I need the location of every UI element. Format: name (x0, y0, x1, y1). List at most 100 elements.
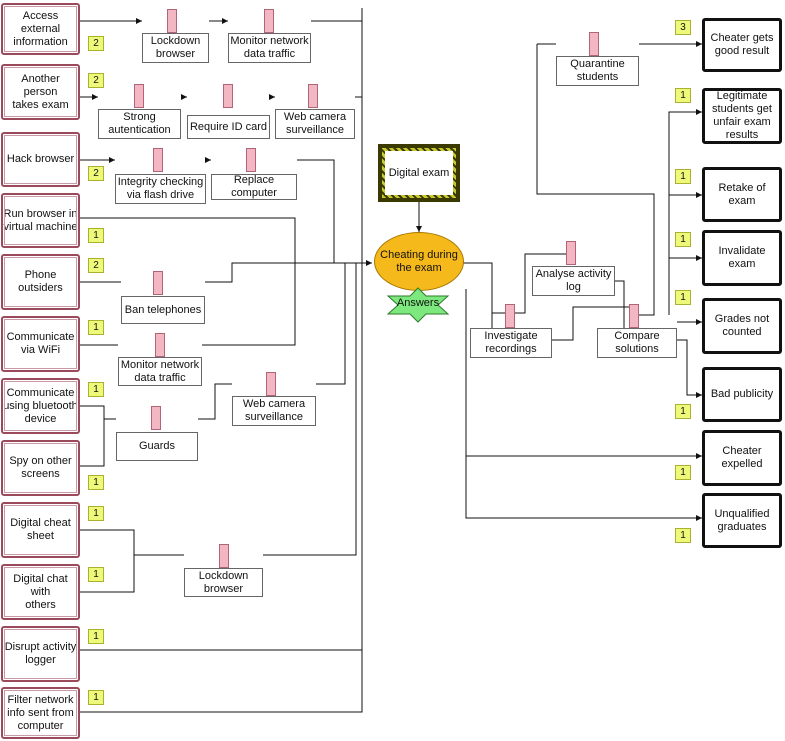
barrier-strong-authentication[interactable]: Strong autentication (98, 109, 181, 139)
threat-digital-chat-with-others[interactable]: Digital chat with others (1, 564, 80, 620)
barrier-flag (219, 544, 229, 568)
connector-line (80, 405, 105, 467)
barrier-monitor-network-traffic[interactable]: Monitor network data traffic (228, 33, 311, 63)
likelihood-badge: 2 (88, 36, 104, 51)
barrier-label: Monitor network data traffic (120, 358, 200, 384)
hazard-digital-exam[interactable]: Digital exam (378, 144, 460, 202)
threat-label: Digital chat with others (13, 572, 68, 611)
connector-line (668, 109, 702, 315)
top-event-cheating[interactable]: Cheating during the exam (374, 232, 464, 291)
outcome-label: Cheater expelled (721, 445, 763, 470)
threat-communicate-using-bluetooth[interactable]: Communicate using bluetooth device (1, 378, 80, 434)
barrier-lockdown-browser[interactable]: Lockdown browser (142, 33, 209, 63)
likelihood-badge: 1 (88, 629, 104, 644)
barrier-monitor-network-traffic-2[interactable]: Monitor network data traffic (118, 357, 202, 386)
likelihood-badge: 1 (88, 690, 104, 705)
severity-badge: 1 (675, 404, 691, 419)
outcome-cheater-gets-good-result[interactable]: Cheater gets good result (702, 18, 782, 72)
barrier-label: Replace computer (231, 174, 277, 199)
outcome-label: Invalidate exam (718, 245, 766, 270)
connector-line (205, 260, 372, 283)
barrier-replace-computer[interactable]: Replace computer (211, 174, 297, 200)
outcome-cheater-expelled[interactable]: Cheater expelled (702, 430, 782, 486)
barrier-label: Lockdown browser (198, 569, 249, 595)
likelihood-badge: 2 (88, 258, 104, 273)
likelihood-badge: 1 (88, 475, 104, 490)
threat-phone-outsiders[interactable]: Phone outsiders (1, 254, 80, 310)
outcome-label: Legitimate students get unfair exam resu… (712, 90, 772, 141)
hazard-label-box: Digital exam (385, 151, 453, 195)
barrier-label: Analyse activity log (535, 268, 612, 293)
connector-line (202, 263, 296, 346)
barrier-label: Lockdown browser (150, 35, 201, 60)
barrier-guards[interactable]: Guards (116, 432, 198, 461)
severity-badge: 1 (675, 169, 691, 184)
connector-line (465, 456, 702, 521)
threat-label: Disrupt activity logger (4, 641, 77, 666)
barrier-integrity-checking[interactable]: Integrity checking via flash drive (115, 174, 206, 204)
barrier-flag (155, 333, 165, 357)
likelihood-badge: 1 (88, 228, 104, 243)
barrier-label: Ban telephones (124, 303, 202, 316)
threat-label: Phone outsiders (18, 269, 63, 294)
threat-label: Another person takes exam (12, 72, 69, 111)
barrier-web-camera-surveillance-2[interactable]: Web camera surveillance (232, 396, 316, 426)
connector-line (316, 263, 346, 385)
barrier-investigate-recordings[interactable]: Investigate recordings (470, 328, 552, 358)
barrier-compare-solutions[interactable]: Compare solutions (597, 328, 677, 358)
threat-another-person-takes-exam[interactable]: Another person takes exam (1, 64, 80, 120)
connector-line (80, 529, 135, 593)
severity-badge: 1 (675, 528, 691, 543)
threat-communicate-via-wifi[interactable]: Communicate via WiFi (1, 316, 80, 372)
barrier-flag (266, 372, 276, 396)
barrier-quarantine-students[interactable]: Quarantine students (556, 56, 639, 86)
threat-digital-cheat-sheet[interactable]: Digital cheat sheet (1, 502, 80, 558)
outcome-invalidate-exam[interactable]: Invalidate exam (702, 230, 782, 286)
barrier-label: Web camera surveillance (242, 398, 306, 423)
threat-access-external-information[interactable]: Access external information (1, 3, 80, 55)
answers-star-icon[interactable] (386, 287, 450, 323)
barrier-label: Integrity checking via flash drive (117, 176, 204, 201)
likelihood-badge: 1 (88, 382, 104, 397)
connector-line (263, 263, 357, 556)
threat-label: Run browser in virtual machine (3, 207, 78, 233)
likelihood-badge: 1 (88, 567, 104, 582)
severity-badge: 1 (675, 88, 691, 103)
outcome-grades-not-counted[interactable]: Grades not counted (702, 298, 782, 354)
barrier-label: Strong autentication (108, 111, 171, 136)
top-event-label: Cheating during the exam (380, 248, 458, 274)
answers-label: Answers (396, 297, 440, 309)
outcome-unfair-exam-results[interactable]: Legitimate students get unfair exam resu… (702, 88, 782, 144)
threat-filter-network-info[interactable]: Filter network info sent from computer (1, 687, 80, 739)
hazard-label: Digital exam (388, 167, 450, 179)
severity-badge: 1 (675, 232, 691, 247)
threat-spy-on-other-screens[interactable]: Spy on other screens (1, 440, 80, 496)
barrier-flag (566, 241, 576, 265)
barrier-label: Web camera surveillance (283, 111, 347, 136)
outcome-label: Retake of exam (718, 181, 766, 207)
barrier-label: Monitor network data traffic (230, 35, 309, 60)
barrier-flag (223, 84, 233, 108)
barrier-require-id-card[interactable]: Require ID card (187, 115, 270, 139)
connector-line (552, 306, 629, 341)
outcome-unqualified-graduates[interactable]: Unqualified graduates (702, 493, 782, 548)
barrier-ban-telephones[interactable]: Ban telephones (121, 296, 205, 324)
barrier-lockdown-browser-2[interactable]: Lockdown browser (184, 568, 263, 597)
outcome-retake-of-exam[interactable]: Retake of exam (702, 167, 782, 222)
barrier-flag (589, 32, 599, 56)
outcome-label: Bad publicity (710, 388, 774, 400)
barrier-label: Investigate recordings (484, 330, 538, 355)
threat-run-browser-in-virtual-machine[interactable]: Run browser in virtual machine (1, 193, 80, 248)
connector-line (80, 217, 296, 263)
outcome-label: Cheater gets good result (710, 32, 774, 57)
threat-label: Communicate using bluetooth device (3, 386, 78, 425)
threat-hack-browser[interactable]: Hack browser (1, 132, 80, 187)
threat-disrupt-activity-logger[interactable]: Disrupt activity logger (1, 626, 80, 682)
outcome-bad-publicity[interactable]: Bad publicity (702, 367, 782, 422)
likelihood-badge: 2 (88, 73, 104, 88)
barrier-web-camera-surveillance[interactable]: Web camera surveillance (275, 109, 355, 139)
barrier-label: Require ID card (189, 120, 268, 133)
connector-line (198, 383, 232, 420)
barrier-analyse-activity-log[interactable]: Analyse activity log (532, 266, 615, 296)
